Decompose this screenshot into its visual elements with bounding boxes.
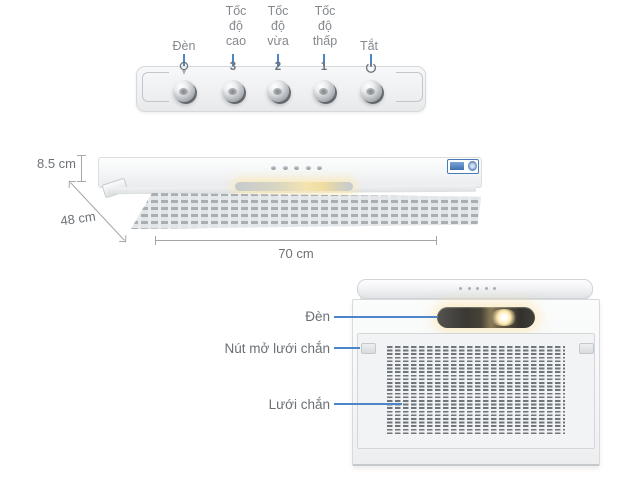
label-off-button: Tắt — [359, 39, 379, 53]
underside-lamp-window — [437, 307, 535, 328]
light-button — [173, 80, 195, 102]
leader-line-lamp — [334, 316, 438, 318]
speed-2-marking: 2 — [274, 61, 282, 73]
label-high-speed-button: Tốc độ cao — [225, 4, 247, 48]
grease-filter-mesh — [387, 346, 565, 434]
label-filter: Lưới chắn — [268, 397, 330, 412]
filter-release-latch-left — [361, 343, 376, 354]
fascia-button-dot — [306, 166, 311, 170]
hood-grease-filter-front — [131, 193, 481, 229]
underside-button-dot — [485, 287, 488, 290]
dimension-height-line — [77, 155, 86, 182]
label-filter-release: Nút mở lưới chắn — [224, 341, 330, 356]
underside-front-edge-bar — [357, 279, 593, 299]
leader-line-filter-release — [334, 347, 360, 349]
medium-speed-button — [267, 80, 289, 102]
label-light-button: Đèn — [172, 39, 196, 53]
fascia-button-dot — [317, 166, 322, 170]
filter-release-latch-right — [579, 343, 594, 354]
label-medium-speed-button: Tốc độ vừa — [267, 4, 289, 48]
dimension-width: 70 cm — [278, 246, 314, 261]
fascia-button-dot — [294, 166, 299, 170]
label-lamp: Đèn — [305, 309, 330, 324]
high-speed-button — [222, 80, 244, 102]
underside-button-dot — [468, 287, 471, 290]
brand-sticker — [447, 159, 479, 174]
speed-1-marking: 1 — [320, 61, 328, 73]
dimension-width-line — [155, 236, 437, 245]
hood-lamp-strip — [235, 182, 353, 191]
fascia-button-dot — [283, 166, 288, 170]
panel-left-bracket — [142, 72, 169, 102]
fascia-button-dot — [271, 166, 276, 170]
speed-3-marking: 3 — [229, 61, 237, 73]
panel-right-bracket — [396, 72, 423, 102]
off-button — [360, 80, 382, 102]
dimension-height: 8.5 cm — [36, 156, 76, 171]
leader-line-filter — [334, 403, 402, 405]
label-low-speed-button: Tốc độ thấp — [312, 4, 338, 48]
underside-button-dot — [476, 287, 479, 290]
power-icon — [365, 61, 378, 81]
underside-button-dot — [459, 287, 462, 290]
low-speed-button — [313, 80, 335, 102]
underside-button-dot — [493, 287, 496, 290]
bulb-icon — [178, 61, 190, 81]
